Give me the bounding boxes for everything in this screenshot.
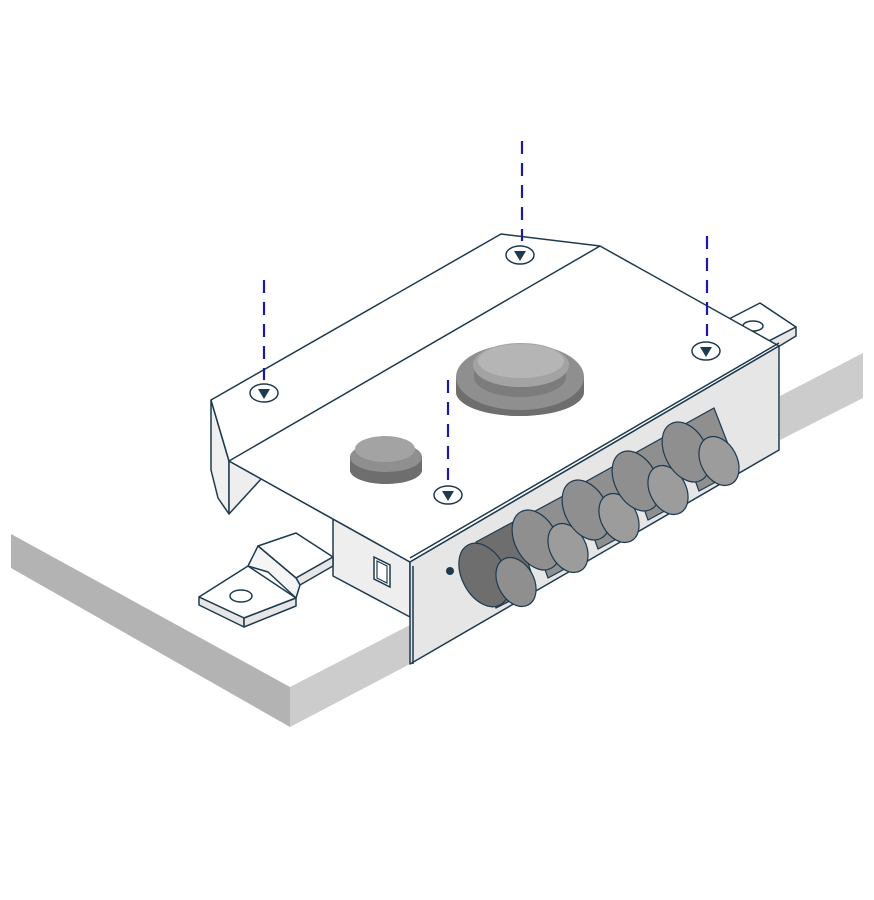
door-slab-front (11, 534, 290, 727)
bracket-lower-edge-right (243, 597, 297, 628)
bracket-hole (229, 589, 253, 603)
door-slab (11, 353, 863, 727)
screw-hole-icon (691, 341, 721, 361)
lock-front-plate-top (409, 342, 780, 559)
knob-icon (350, 436, 422, 484)
door-slab-side (780, 353, 863, 440)
front-mounting-bracket (198, 532, 334, 628)
screw-hole-icon (249, 383, 279, 403)
lock-top-bend-line (228, 245, 601, 462)
front-indicator-dot (446, 567, 454, 575)
bolts (458, 407, 740, 609)
cylinder-bolt-icon (611, 436, 689, 521)
guide-lines (262, 141, 709, 480)
screw-hole-icon (433, 485, 463, 505)
lock-cylinder-icon (456, 343, 584, 416)
mounting-holes (249, 245, 721, 505)
cylinder-bolt-icon (661, 407, 740, 492)
square-window-icon (373, 555, 391, 589)
door-slab-right-face (290, 625, 410, 727)
cylinder-bolt-icon (561, 465, 640, 550)
screw-hole-icon (505, 245, 535, 265)
